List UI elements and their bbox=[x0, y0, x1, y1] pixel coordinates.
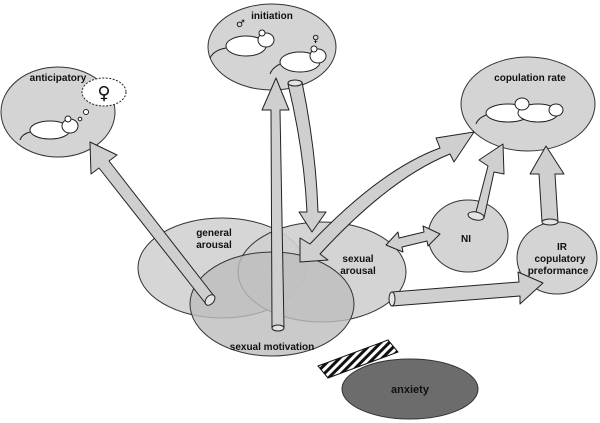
anxiety-barrier bbox=[317, 339, 399, 379]
female-symbol-small: ♀ bbox=[312, 34, 319, 45]
mouse-anticipatory-icon bbox=[19, 115, 79, 141]
arrow-arousal-ir-tail bbox=[388, 291, 396, 307]
general-arousal-label-1: general bbox=[196, 228, 232, 239]
sexual-arousal-label-1: sexual bbox=[342, 254, 373, 265]
arrow-initiation-to-arousal bbox=[287, 81, 327, 233]
ir-copulatory-label: copulatory bbox=[534, 254, 586, 265]
female-symbol: ♀ bbox=[97, 83, 110, 104]
arrow-initiation-tail bbox=[271, 324, 285, 332]
arrow-ni-tail bbox=[467, 211, 485, 221]
male-symbol: ♂ bbox=[236, 19, 245, 30]
ir-performance-label: preformance bbox=[528, 266, 589, 277]
arrow-to-anticipatory bbox=[89, 141, 215, 305]
ni-label: NI bbox=[461, 234, 471, 245]
copulation-rate-label: copulation rate bbox=[494, 73, 566, 84]
arrow-arousal-copulation bbox=[299, 131, 475, 263]
arrow-arousal-ni bbox=[385, 225, 441, 253]
mouse-female-icon bbox=[269, 45, 327, 75]
anxiety-label: anxiety bbox=[391, 384, 430, 396]
anxiety-ellipse bbox=[341, 358, 479, 420]
ir-label: IR bbox=[557, 242, 568, 253]
arrow-arousal-ir bbox=[391, 271, 544, 307]
arrow-ni-copulation bbox=[467, 143, 505, 219]
arrow-to-initiation bbox=[261, 77, 290, 329]
mouse-male-icon bbox=[209, 29, 275, 59]
sexual-motivation-label: sexual motivation bbox=[230, 342, 314, 353]
initiation-label: initiation bbox=[251, 11, 293, 22]
arrow-ir-tail bbox=[541, 218, 559, 226]
arrow-anticipatory-tail bbox=[204, 294, 216, 306]
arrow-ir-copulation bbox=[529, 145, 565, 223]
mice-copulation-icon bbox=[475, 97, 564, 125]
sexual-arousal-label-2: arousal bbox=[340, 266, 376, 277]
thought-bubble-icon bbox=[77, 77, 127, 122]
arrow-initiation-arousal-tail bbox=[287, 79, 303, 87]
anticipatory-label: anticipatory bbox=[30, 73, 87, 84]
general-arousal-label-2: arousal bbox=[196, 240, 232, 251]
